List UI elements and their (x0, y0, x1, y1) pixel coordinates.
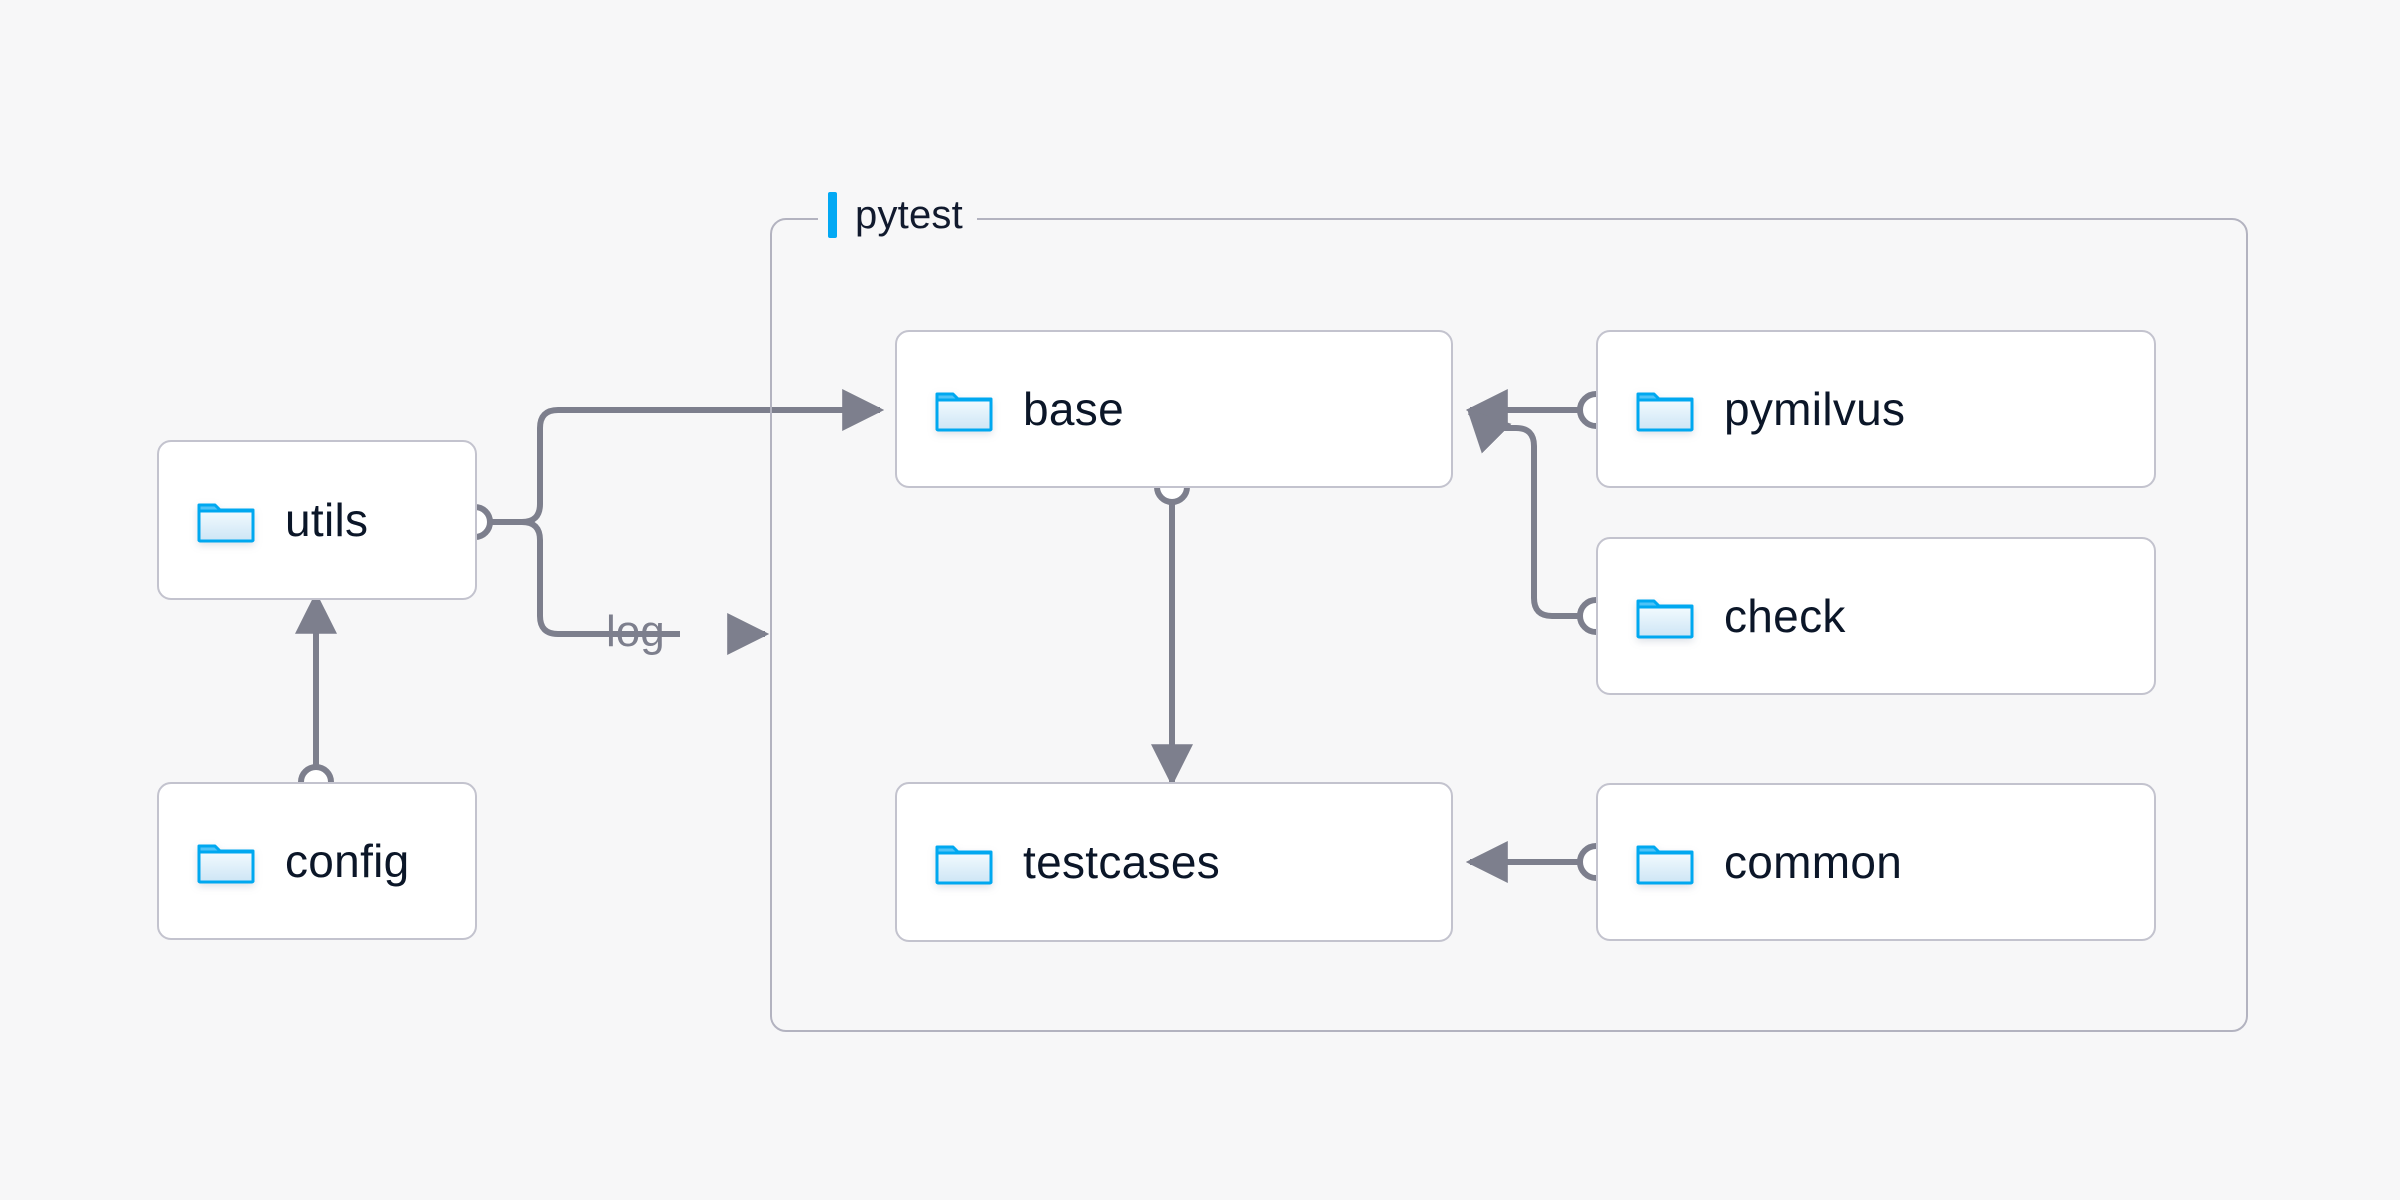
node-config-label: config (285, 835, 410, 887)
folder-icon (935, 384, 993, 434)
folder-icon (197, 836, 255, 886)
folder-icon (1636, 591, 1694, 641)
node-config[interactable]: config (157, 782, 477, 940)
folder-icon (1636, 384, 1694, 434)
node-common[interactable]: common (1596, 783, 2156, 941)
node-base-label: base (1023, 383, 1124, 435)
folder-icon (935, 837, 993, 887)
group-title: pytest (855, 193, 963, 237)
folder-icon (197, 495, 255, 545)
node-pymilvus[interactable]: pymilvus (1596, 330, 2156, 488)
node-utils-label: utils (285, 494, 369, 546)
node-pymilvus-label: pymilvus (1724, 383, 1906, 435)
node-check[interactable]: check (1596, 537, 2156, 695)
node-testcases-label: testcases (1023, 836, 1221, 888)
node-check-label: check (1724, 590, 1846, 642)
group-pytest-label: pytest (818, 192, 977, 238)
group-accent-bar (828, 192, 837, 238)
node-base[interactable]: base (895, 330, 1453, 488)
node-common-label: common (1724, 836, 1903, 888)
node-testcases[interactable]: testcases (895, 782, 1453, 942)
edge-label-log: log (606, 607, 665, 656)
group-pytest[interactable] (770, 218, 2248, 1032)
folder-icon (1636, 837, 1694, 887)
node-utils[interactable]: utils (157, 440, 477, 600)
